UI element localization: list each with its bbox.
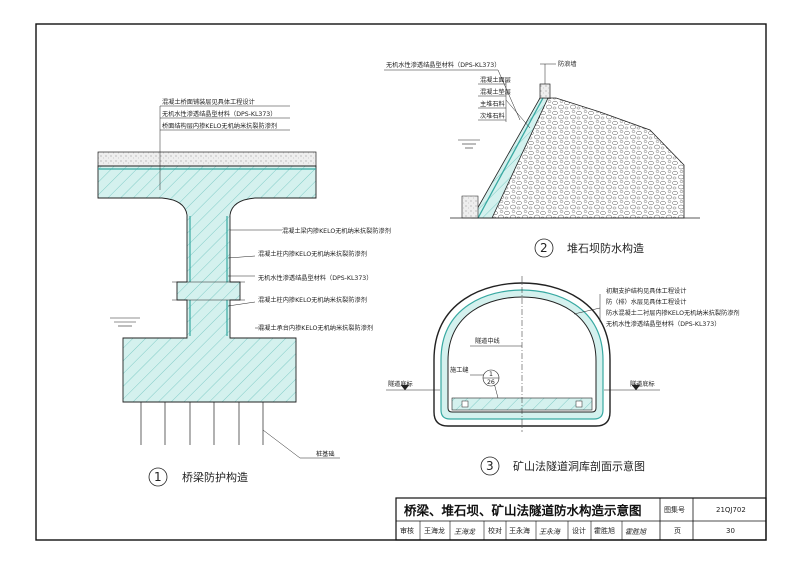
bridge-section: 混凝土桥面铺装层见具体工程设计 无机水性渗透结晶型材料（DPS-KL373） 桥… [97, 98, 391, 487]
bridge-note-pile: 桩基础 [316, 450, 335, 458]
designer-signature: 霍胜旭 [625, 528, 647, 536]
title-block [395, 497, 767, 541]
tunnel-note-2: 防（排）水层见具体工程设计 [606, 298, 686, 306]
bridge-note-pier-2: 无机水性渗透结晶型材料（DPS-KL373） [258, 274, 372, 282]
bridge-note-top-3: 桥面结构层内掺KELO无机纳米抗裂防渗剂 [162, 122, 277, 130]
bridge-note-pier-3: 混凝土柱内掺KELO无机纳米抗裂防渗剂 [258, 296, 367, 304]
designer-name: 霍胜旭 [594, 526, 615, 535]
water-level-icon [110, 317, 140, 327]
dam-layer-4: 次堆石料 [480, 112, 505, 120]
tunnel-note-1: 初期支护结构见具体工程设计 [606, 287, 686, 295]
atlas-label: 图集号 [664, 505, 685, 514]
dam-caption: 堆石坝防水构造 [567, 241, 644, 255]
tunnel-note-right: 隧道底标 [630, 380, 655, 388]
dam-layer-1: 混凝土面层 [480, 76, 511, 84]
page-label: 页 [674, 527, 681, 535]
tunnel-caption: 矿山法隧道洞库剖面示意图 [513, 459, 645, 473]
reviewer-name: 王海龙 [424, 526, 445, 535]
check-label: 校对 [488, 526, 502, 535]
drawing-title: 桥梁、堆石坝、矿山法隧道防水构造示意图 [404, 503, 642, 518]
parapet-wall [539, 83, 551, 99]
tunnel-note-center: 隧道中线 [475, 337, 500, 345]
dam-note-wall: 防浪墙 [558, 60, 577, 68]
dam-number: 2 [540, 241, 548, 255]
page-number: 30 [726, 527, 735, 535]
dam-section: 无机水性渗透结晶型材料（DPS-KL373） 防浪墙 混凝土面层 混凝土垫层 主… [384, 60, 700, 258]
bridge-number-circle [148, 467, 168, 487]
tunnel-note-4: 无机水性渗透结晶型材料（DPS-KL373） [606, 320, 720, 328]
bridge-number: 1 [154, 470, 162, 484]
water-level-icon [458, 139, 480, 149]
dam-number-circle [534, 238, 554, 258]
membrane-line [98, 168, 316, 336]
tunnel-number: 3 [486, 459, 494, 473]
bridge-structure [97, 165, 317, 403]
dam-note-top: 无机水性渗透结晶型材料（DPS-KL373） [386, 61, 500, 69]
dam-layer-3: 主堆石料 [480, 100, 505, 108]
bridge-note-pier-1: 混凝土柱内掺KELO无机纳米抗裂防渗剂 [258, 250, 367, 258]
pile-lines [140, 402, 264, 445]
bridge-caption: 桥梁防护构造 [182, 470, 248, 484]
reviewer-signature: 王海龙 [454, 528, 476, 536]
bridge-note-beam: 混凝土梁内掺KELO无机纳米抗裂防渗剂 [282, 227, 391, 235]
deck-pavement [97, 151, 317, 167]
tunnel-note-left: 隧道底标 [388, 380, 413, 388]
bridge-note-top-2: 无机水性渗透结晶型材料（DPS-KL373） [162, 110, 276, 118]
detail-callout-bottom: 26 [487, 379, 495, 386]
tunnel-note-3: 防水混凝土二衬层内掺KELO无机纳米抗裂防渗剂 [606, 309, 740, 317]
outer-border [35, 23, 767, 541]
tunnel-section: 初期支护结构见具体工程设计 防（排）水层见具体工程设计 防水混凝土二衬层内掺KE… [386, 276, 740, 476]
tunnel-note-joint: 施工缝 [450, 366, 469, 374]
detail-callout-top: 1 [489, 371, 493, 378]
review-label: 审核 [400, 526, 414, 535]
checker-signature: 王永海 [539, 528, 561, 536]
checker-name: 王永海 [509, 526, 530, 535]
design-label: 设计 [572, 526, 586, 535]
atlas-number: 21QJ702 [716, 506, 746, 514]
dam-layer-2: 混凝土垫层 [480, 88, 511, 96]
bridge-note-top-1: 混凝土桥面铺装层见具体工程设计 [162, 98, 255, 106]
tunnel-number-circle [480, 456, 500, 476]
bridge-note-cap: 混凝土承台内掺KELO无机纳米抗裂防渗剂 [258, 324, 373, 332]
